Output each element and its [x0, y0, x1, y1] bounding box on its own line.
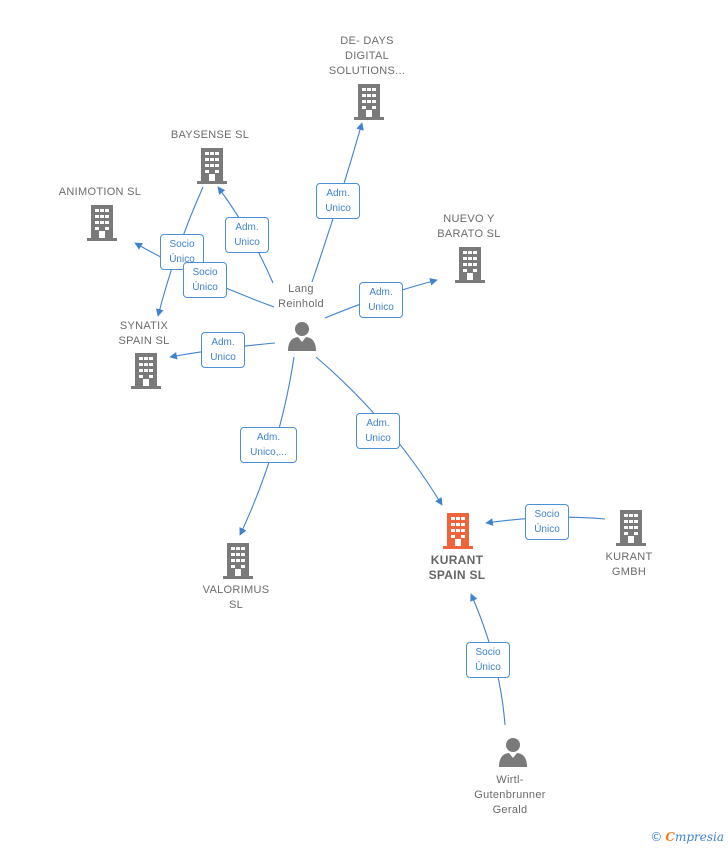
person-icon[interactable] [287, 321, 317, 351]
building-icon[interactable] [616, 510, 646, 546]
brand-initial: C [665, 830, 675, 844]
node-label-baysense[interactable]: BAYSENSE SL [170, 129, 250, 141]
copyright-symbol: © [650, 830, 663, 844]
building-icon[interactable] [223, 543, 253, 579]
node-label-animotion[interactable]: ANIMOTION SL [58, 186, 142, 198]
node-label-de-days[interactable]: DE- DAYS DIGITAL SOLUTIONS... [328, 35, 406, 77]
edge-label-wirtl-kurant[interactable]: Socio Único [466, 642, 510, 678]
building-icon-highlighted[interactable] [443, 513, 473, 549]
empresia-logo[interactable]: ©Cmpresia [650, 830, 724, 844]
node-label-nuevo-y-barato[interactable]: NUEVO Y BARATO SL [437, 213, 501, 240]
node-label-wirtl-gutenbrunner[interactable]: Wirtl- Gutenbrunner Gerald [474, 774, 546, 816]
edge-label-gmbh-kurant[interactable]: Socio Único [525, 504, 569, 540]
edge-label-lang-kurant[interactable]: Adm. Unico [356, 413, 400, 449]
building-icon[interactable] [455, 247, 485, 283]
node-label-kurant-spain[interactable]: KURANT SPAIN SL [428, 553, 486, 582]
person-icon[interactable] [498, 737, 528, 767]
edge-label-lang-valorimus[interactable]: Adm. Unico,... [240, 427, 297, 463]
building-icon[interactable] [87, 205, 117, 241]
edge-label-lang-synatix[interactable]: Adm. Unico [201, 332, 245, 368]
node-label-lang-reinhold[interactable]: Lang Reinhold [278, 283, 324, 310]
edge-label-lang-dedays[interactable]: Adm. Unico [316, 183, 360, 219]
node-label-synatix[interactable]: SYNATIX SPAIN SL [118, 320, 170, 347]
node-label-valorimus[interactable]: VALORIMUS SL [202, 584, 270, 611]
building-icon[interactable] [131, 353, 161, 389]
building-icon[interactable] [354, 84, 384, 120]
edge-label-lang-baysense[interactable]: Adm. Unico [225, 217, 269, 253]
edge-label-lang-nuevo[interactable]: Adm. Unico [359, 282, 403, 318]
node-label-kurant-gmbh[interactable]: KURANT GMBH [605, 551, 653, 578]
building-icon[interactable] [197, 148, 227, 184]
edge-label-baysense-synatix[interactable]: Socio Único [183, 262, 227, 298]
brand-name: mpresia [674, 830, 724, 844]
